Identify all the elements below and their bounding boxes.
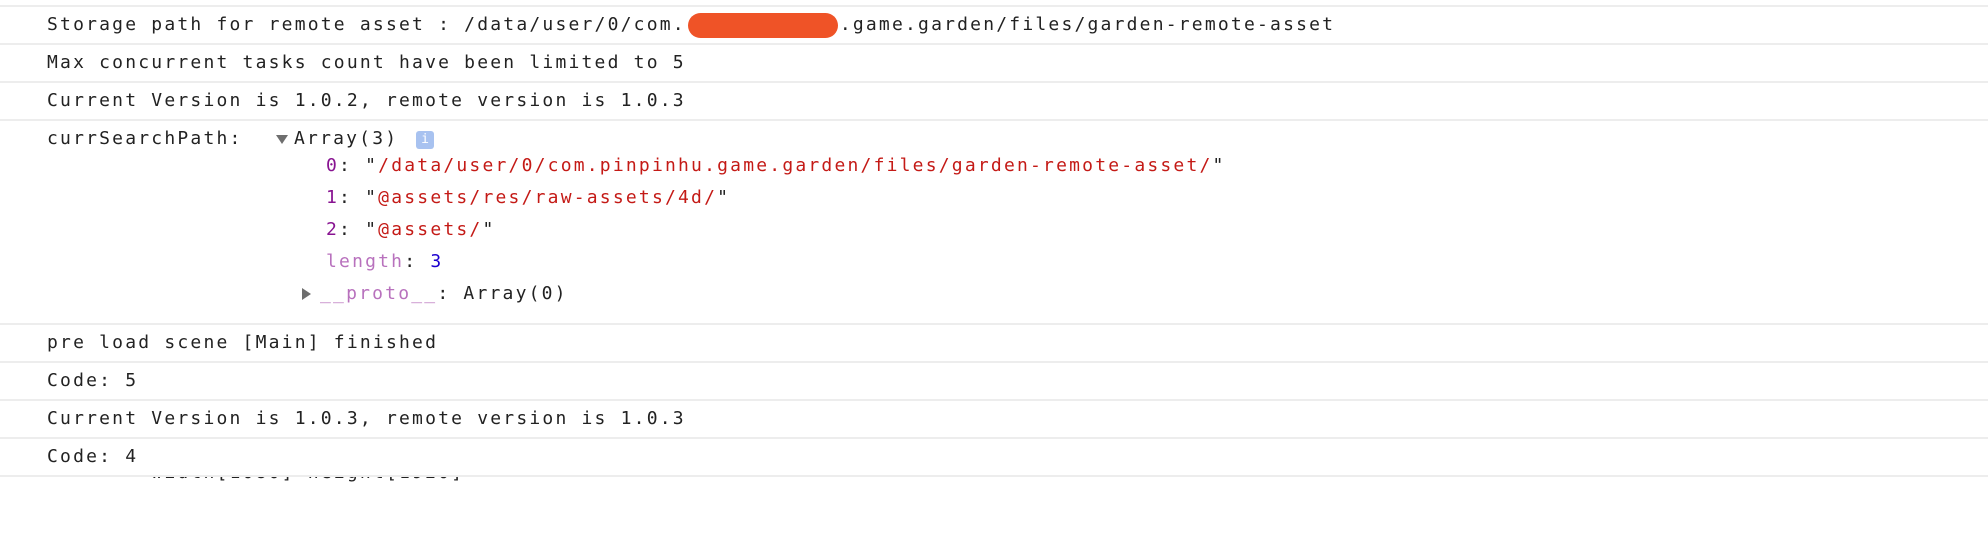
array-length: length: 3 — [326, 251, 444, 272]
log-partial: width[1080] height[1920] — [0, 475, 1988, 495]
log-max-tasks: Max concurrent tasks count have been lim… — [0, 43, 1988, 81]
array-summary[interactable]: Array(3) — [294, 128, 399, 149]
array-item: 2: "@assets/" — [326, 219, 496, 240]
log-text: width[1080] height[1920] — [47, 477, 464, 483]
log-storage-path: Storage path for remote asset : /data/us… — [0, 5, 1988, 43]
expand-triangle-icon[interactable] — [276, 135, 288, 144]
array-proto[interactable]: __proto__: Array(0) — [320, 283, 568, 304]
redaction-mark — [687, 12, 838, 38]
info-icon[interactable]: i — [416, 131, 434, 149]
log-version: Current Version is 1.0.2, remote version… — [0, 81, 1988, 119]
log-text: Code: 4 — [47, 446, 139, 467]
log-preload: pre load scene [Main] finished — [0, 323, 1988, 361]
log-text: Max concurrent tasks count have been lim… — [47, 52, 686, 73]
log-text: Current Version is 1.0.2, remote version… — [47, 90, 686, 111]
log-version: Current Version is 1.0.3, remote version… — [0, 399, 1988, 437]
expand-triangle-icon[interactable] — [302, 288, 311, 300]
log-code: Code: 4 — [0, 437, 1988, 475]
log-search-path: currSearchPath: Array(3) i 0: "/data/use… — [0, 119, 1988, 323]
array-item: 1: "@assets/res/raw-assets/4d/" — [326, 187, 731, 208]
log-text: pre load scene [Main] finished — [47, 332, 439, 353]
object-key: currSearchPath: — [47, 128, 243, 149]
log-text: Code: 5 — [47, 370, 139, 391]
array-item: 0: "/data/user/0/com.pinpinhu.game.garde… — [326, 155, 1226, 176]
log-text: Current Version is 1.0.3, remote version… — [47, 408, 686, 429]
log-code: Code: 5 — [0, 361, 1988, 399]
console-log: Storage path for remote asset : /data/us… — [0, 5, 1988, 495]
log-text: Storage path for remote asset : /data/us… — [47, 14, 686, 35]
log-text: .game.garden/files/garden-remote-asset — [839, 14, 1336, 35]
